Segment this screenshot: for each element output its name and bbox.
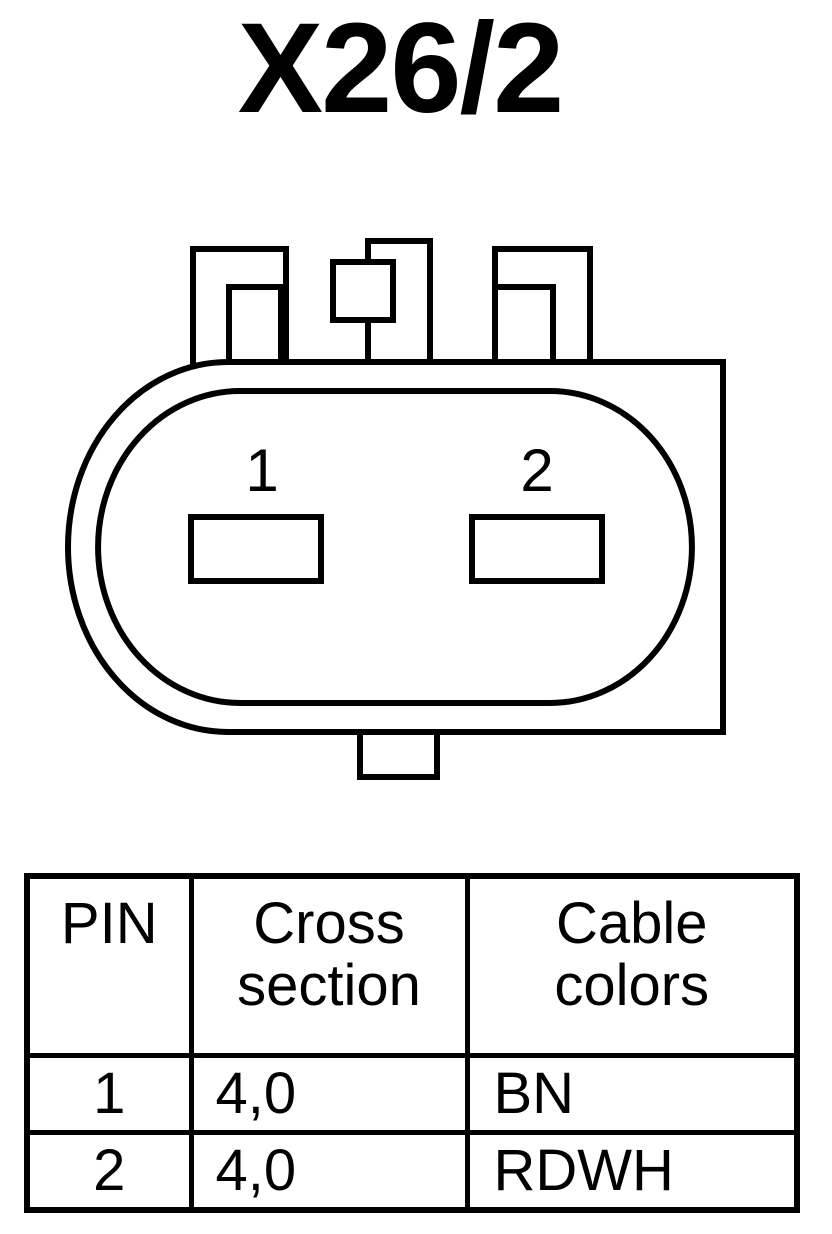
pin-socket-2 — [469, 514, 605, 584]
header-cross-section-line-2: section — [237, 953, 421, 1018]
connector-inner-oval — [95, 388, 695, 706]
center-key-tab — [330, 238, 433, 372]
header-pin-text: PIN — [60, 891, 158, 956]
table-row: 2 4,0 RDWH — [24, 1130, 800, 1213]
table-row: 1 4,0 BN — [24, 1053, 800, 1135]
row-cable-color: RDWH — [464, 1130, 800, 1213]
header-cross-section-line-1: Cross — [253, 891, 405, 956]
row-pin-number: 1 — [24, 1053, 194, 1135]
row-cable-color: BN — [464, 1053, 800, 1135]
pin-label-2: 2 — [520, 437, 553, 504]
row-cross-section: 4,0 — [188, 1130, 470, 1213]
header-cable-colors-line-2: colors — [554, 953, 710, 1018]
header-cable-colors: Cable colors — [464, 873, 800, 1058]
right-latch-tab — [492, 246, 593, 372]
connector-title: X26/2 — [237, 0, 565, 140]
header-pin: PIN — [24, 873, 194, 1058]
table-header-row: PIN Cross section Cable colors — [24, 873, 800, 1058]
pin-label-1: 1 — [245, 437, 278, 504]
header-cable-colors-line-1: Cable — [555, 891, 708, 956]
row-cross-section: 4,0 — [188, 1053, 470, 1135]
left-latch-tab — [190, 246, 289, 372]
connector-face-drawing: 1 2 — [65, 238, 726, 780]
pin-assignment-table: PIN Cross section Cable colors 1 4,0 BN … — [24, 873, 800, 1213]
pin-socket-1 — [188, 514, 324, 584]
row-pin-number: 2 — [24, 1130, 194, 1213]
header-cross-section: Cross section — [188, 873, 470, 1058]
